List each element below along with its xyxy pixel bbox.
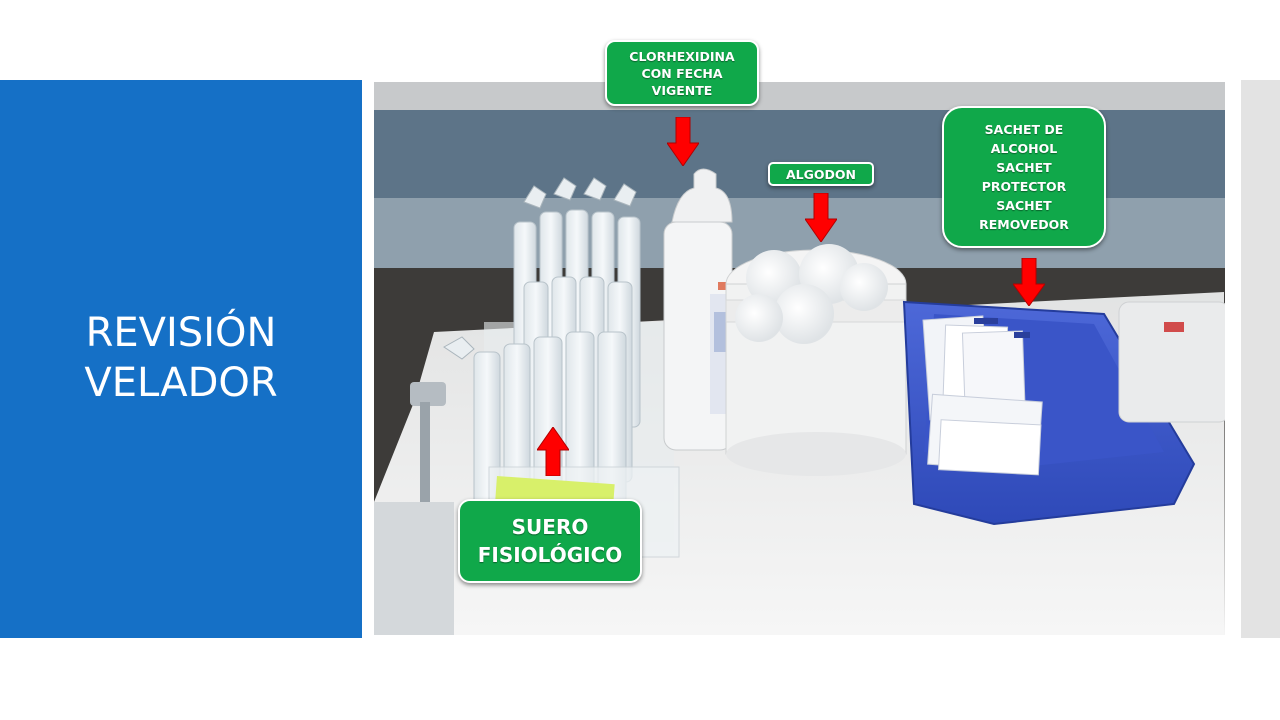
arrow-down-icon: [1013, 258, 1045, 306]
sachet-callout-text: SACHET DE ALCOHOL SACHET PROTECTOR SACHE…: [979, 122, 1069, 232]
right-side-strip: [1241, 80, 1280, 638]
table-front: [374, 502, 454, 635]
title-panel: REVISIÓN VELADOR: [0, 80, 362, 638]
top-wall: [374, 82, 1225, 112]
table-rail-post: [420, 402, 430, 542]
saline-callout: SUERO FISIOLÓGICO: [458, 499, 642, 583]
chlorhexidine-callout: CLORHEXIDINA CON FECHA VIGENTE: [605, 40, 759, 106]
arrow-down-icon: [667, 117, 699, 166]
arrow-up-icon: [537, 427, 569, 476]
arrow-down-icon: [805, 193, 837, 242]
sachet-callout: SACHET DE ALCOHOL SACHET PROTECTOR SACHE…: [942, 106, 1106, 248]
sachets: [922, 315, 1043, 476]
slide-title: REVISIÓN VELADOR: [84, 310, 278, 406]
saline-callout-text: SUERO FISIOLÓGICO: [477, 515, 623, 567]
table-rail: [410, 382, 446, 406]
wall-device: [1118, 301, 1225, 423]
cotton-callout-text: ALGODON: [786, 166, 856, 182]
chlorhexidine-callout-text: CLORHEXIDINA CON FECHA VIGENTE: [629, 48, 735, 98]
cotton-callout: ALGODON: [768, 162, 874, 186]
cotton-jar: [725, 244, 907, 476]
